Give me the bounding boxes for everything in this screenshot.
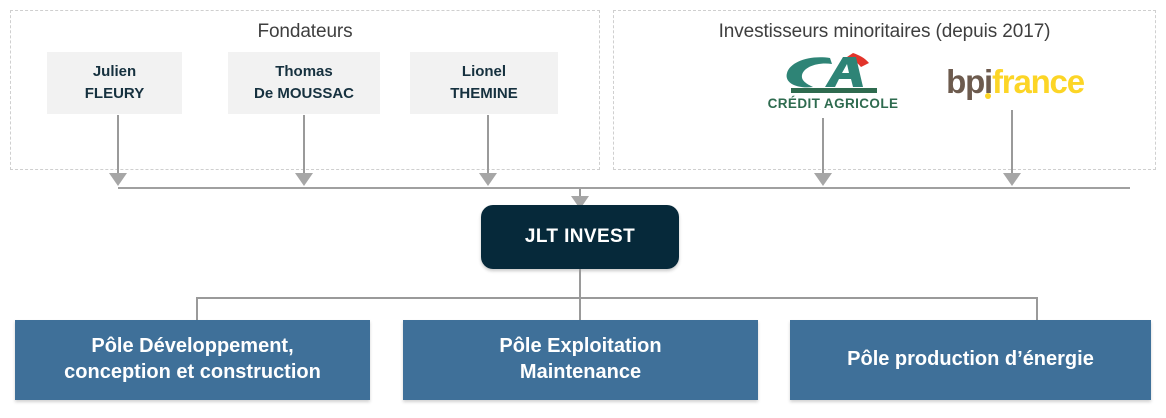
connector-arrow-credit-agricole (814, 173, 832, 186)
group-investisseurs-title: Investisseurs minoritaires (depuis 2017) (718, 21, 1051, 42)
pole-label-line-2: conception et construction (64, 361, 321, 383)
bpifrance-france-text: france (992, 62, 1085, 100)
bpifrance-i-text: i (984, 62, 993, 100)
bpifrance-bp-text: bp (946, 62, 985, 100)
connector-arrow-founder-1 (295, 173, 313, 186)
connector-line-pole-2 (1036, 297, 1038, 321)
credit-agricole-wordmark: CRÉDIT AGRICOLE (767, 96, 899, 111)
credit-agricole-logo: CRÉDIT AGRICOLE (748, 48, 918, 114)
pole-label-line-2: Maintenance (519, 361, 642, 383)
connector-bus-shareholders (118, 187, 1130, 189)
connector-arrow-founder-2 (479, 173, 497, 186)
connector-line-founder-1 (303, 115, 305, 175)
connector-line-founder-0 (117, 115, 119, 175)
founder-last-name: THEMINE (450, 85, 518, 102)
pole-label-line-1: Pôle Exploitation (499, 335, 662, 358)
founder-card-thomas-de-moussac[interactable]: Thomas De MOUSSAC (228, 52, 380, 114)
founder-card-julien-fleury[interactable]: Julien FLEURY (47, 52, 182, 114)
holding-node-label: JLT INVEST (524, 226, 636, 247)
pole-label-line-1: Pôle Développement, (91, 335, 294, 358)
founder-last-name: FLEURY (84, 85, 145, 102)
founder-first-name: Julien (92, 63, 137, 81)
holding-node-jlt-invest[interactable]: JLT INVEST (481, 205, 679, 269)
connector-arrow-bpifrance (1003, 173, 1021, 186)
founder-last-name: De MOUSSAC (253, 85, 354, 102)
founder-first-name: Thomas (275, 63, 333, 81)
connector-line-credit-agricole (822, 118, 824, 175)
pole-label-line-1: Pôle production d’énergie (847, 348, 1094, 371)
bpifrance-dot-icon (985, 92, 992, 99)
founder-first-name: Lionel (461, 63, 507, 81)
group-investisseurs-minoritaires: Investisseurs minoritaires (depuis 2017) (613, 10, 1156, 170)
group-fondateurs-title: Fondateurs (257, 21, 353, 42)
credit-agricole-mark-icon (786, 53, 877, 93)
connector-bus-poles (196, 297, 1038, 299)
connector-line-pole-0 (196, 297, 198, 321)
pole-box-exploitation-maintenance[interactable]: Pôle Exploitation Maintenance (403, 320, 758, 400)
connector-arrow-founder-0 (109, 173, 127, 186)
pole-box-production-energie[interactable]: Pôle production d’énergie (790, 320, 1151, 400)
founder-card-lionel-themine[interactable]: Lionel THEMINE (410, 52, 558, 114)
group-fondateurs: Fondateurs (10, 10, 600, 170)
connector-line-bpifrance (1011, 110, 1013, 175)
connector-line-founder-2 (487, 115, 489, 175)
connector-line-holding-down (579, 269, 581, 321)
pole-box-developpement-conception-construction[interactable]: Pôle Développement, conception et constr… (15, 320, 370, 400)
